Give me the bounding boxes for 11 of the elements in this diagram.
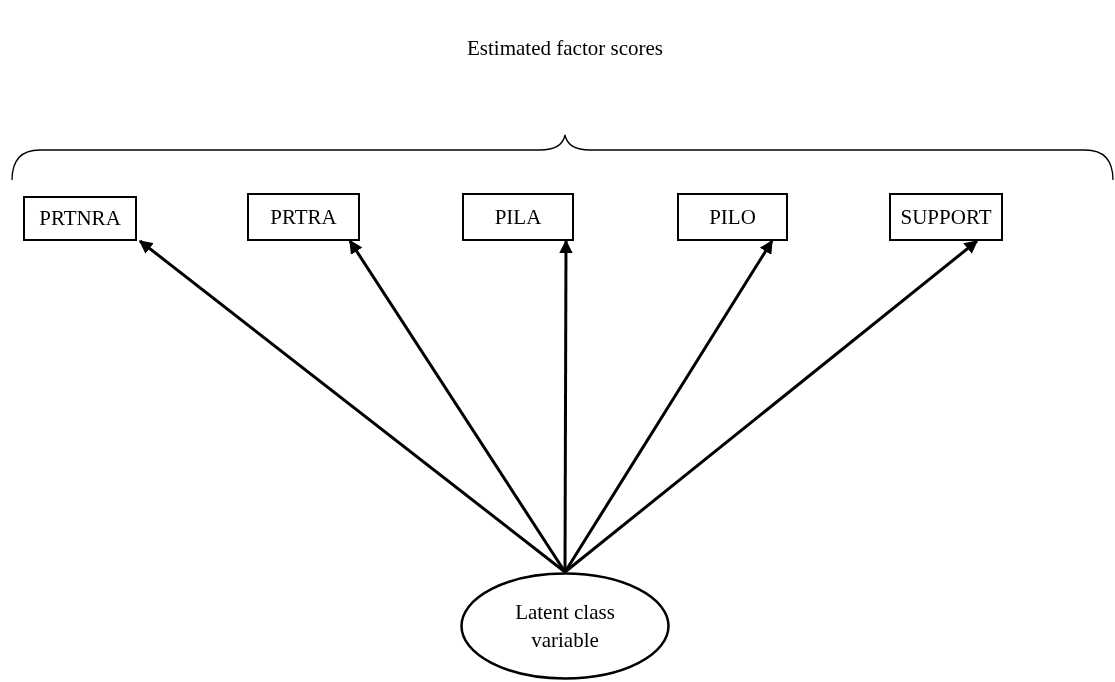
ellipse-node <box>460 572 670 680</box>
brace-label: Estimated factor scores <box>466 36 664 61</box>
arrow <box>138 239 566 574</box>
variable-box: PILA <box>462 193 574 241</box>
variable-box: PRTNRA <box>23 196 137 241</box>
variable-box: SUPPORT <box>889 193 1003 241</box>
variable-box: PILO <box>677 193 788 241</box>
node-label: Latent class variable <box>514 598 616 654</box>
arrow <box>559 239 573 572</box>
variable-box: PRTRA <box>247 193 360 241</box>
arrow <box>564 239 979 574</box>
